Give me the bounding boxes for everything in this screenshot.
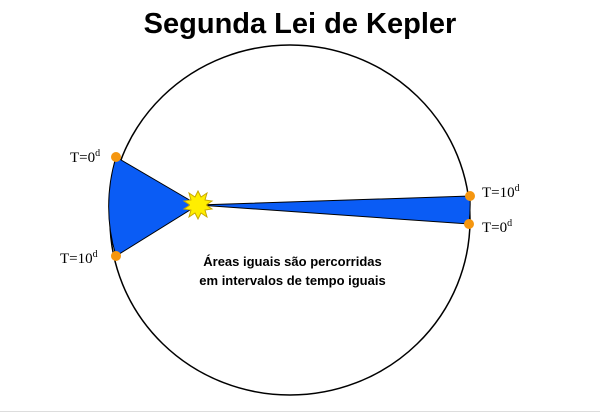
label-right-top: T=10d — [482, 183, 520, 201]
left-swept-area — [108, 156, 199, 257]
label-right-bottom: T=0d — [482, 218, 512, 236]
planet-dot-left-bottom — [111, 251, 121, 261]
caption-line-1: Áreas iguais são percorridas — [203, 254, 382, 269]
diagram-title: Segunda Lei de Kepler — [143, 8, 457, 40]
bottom-divider — [0, 411, 600, 412]
planet-dot-left-top — [111, 152, 121, 162]
planet-dot-right-top — [465, 191, 475, 201]
sun-icon — [182, 189, 214, 221]
diagram-caption: Áreas iguais são percorridas em interval… — [160, 252, 425, 290]
planet-dot-right-bottom — [464, 219, 474, 229]
caption-line-2: em intervalos de tempo iguais — [199, 273, 386, 288]
label-left-top: T=0d — [70, 148, 100, 166]
label-left-bottom: T=10d — [60, 249, 98, 267]
right-swept-area — [197, 195, 471, 225]
